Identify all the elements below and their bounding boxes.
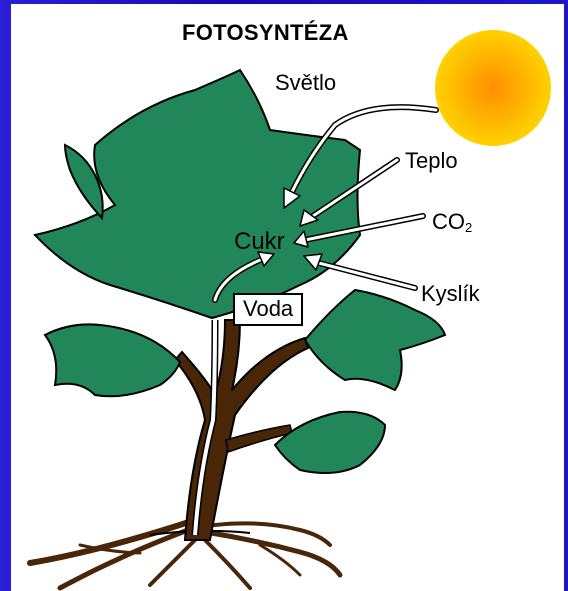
lower-right-leaf	[275, 412, 385, 473]
diagram-title: FOTOSYNTÉZA	[182, 20, 349, 46]
label-water: Voda	[233, 293, 303, 326]
label-co2: CO2	[432, 209, 472, 235]
label-sugar: Cukr	[234, 228, 285, 256]
label-co2-main: CO	[432, 209, 465, 234]
label-light: Světlo	[275, 70, 336, 96]
left-leaf	[45, 324, 180, 396]
sun-icon	[435, 30, 551, 146]
label-oxygen: Kyslík	[421, 281, 480, 307]
label-co2-subscript: 2	[465, 220, 472, 235]
label-heat: Teplo	[405, 148, 458, 174]
